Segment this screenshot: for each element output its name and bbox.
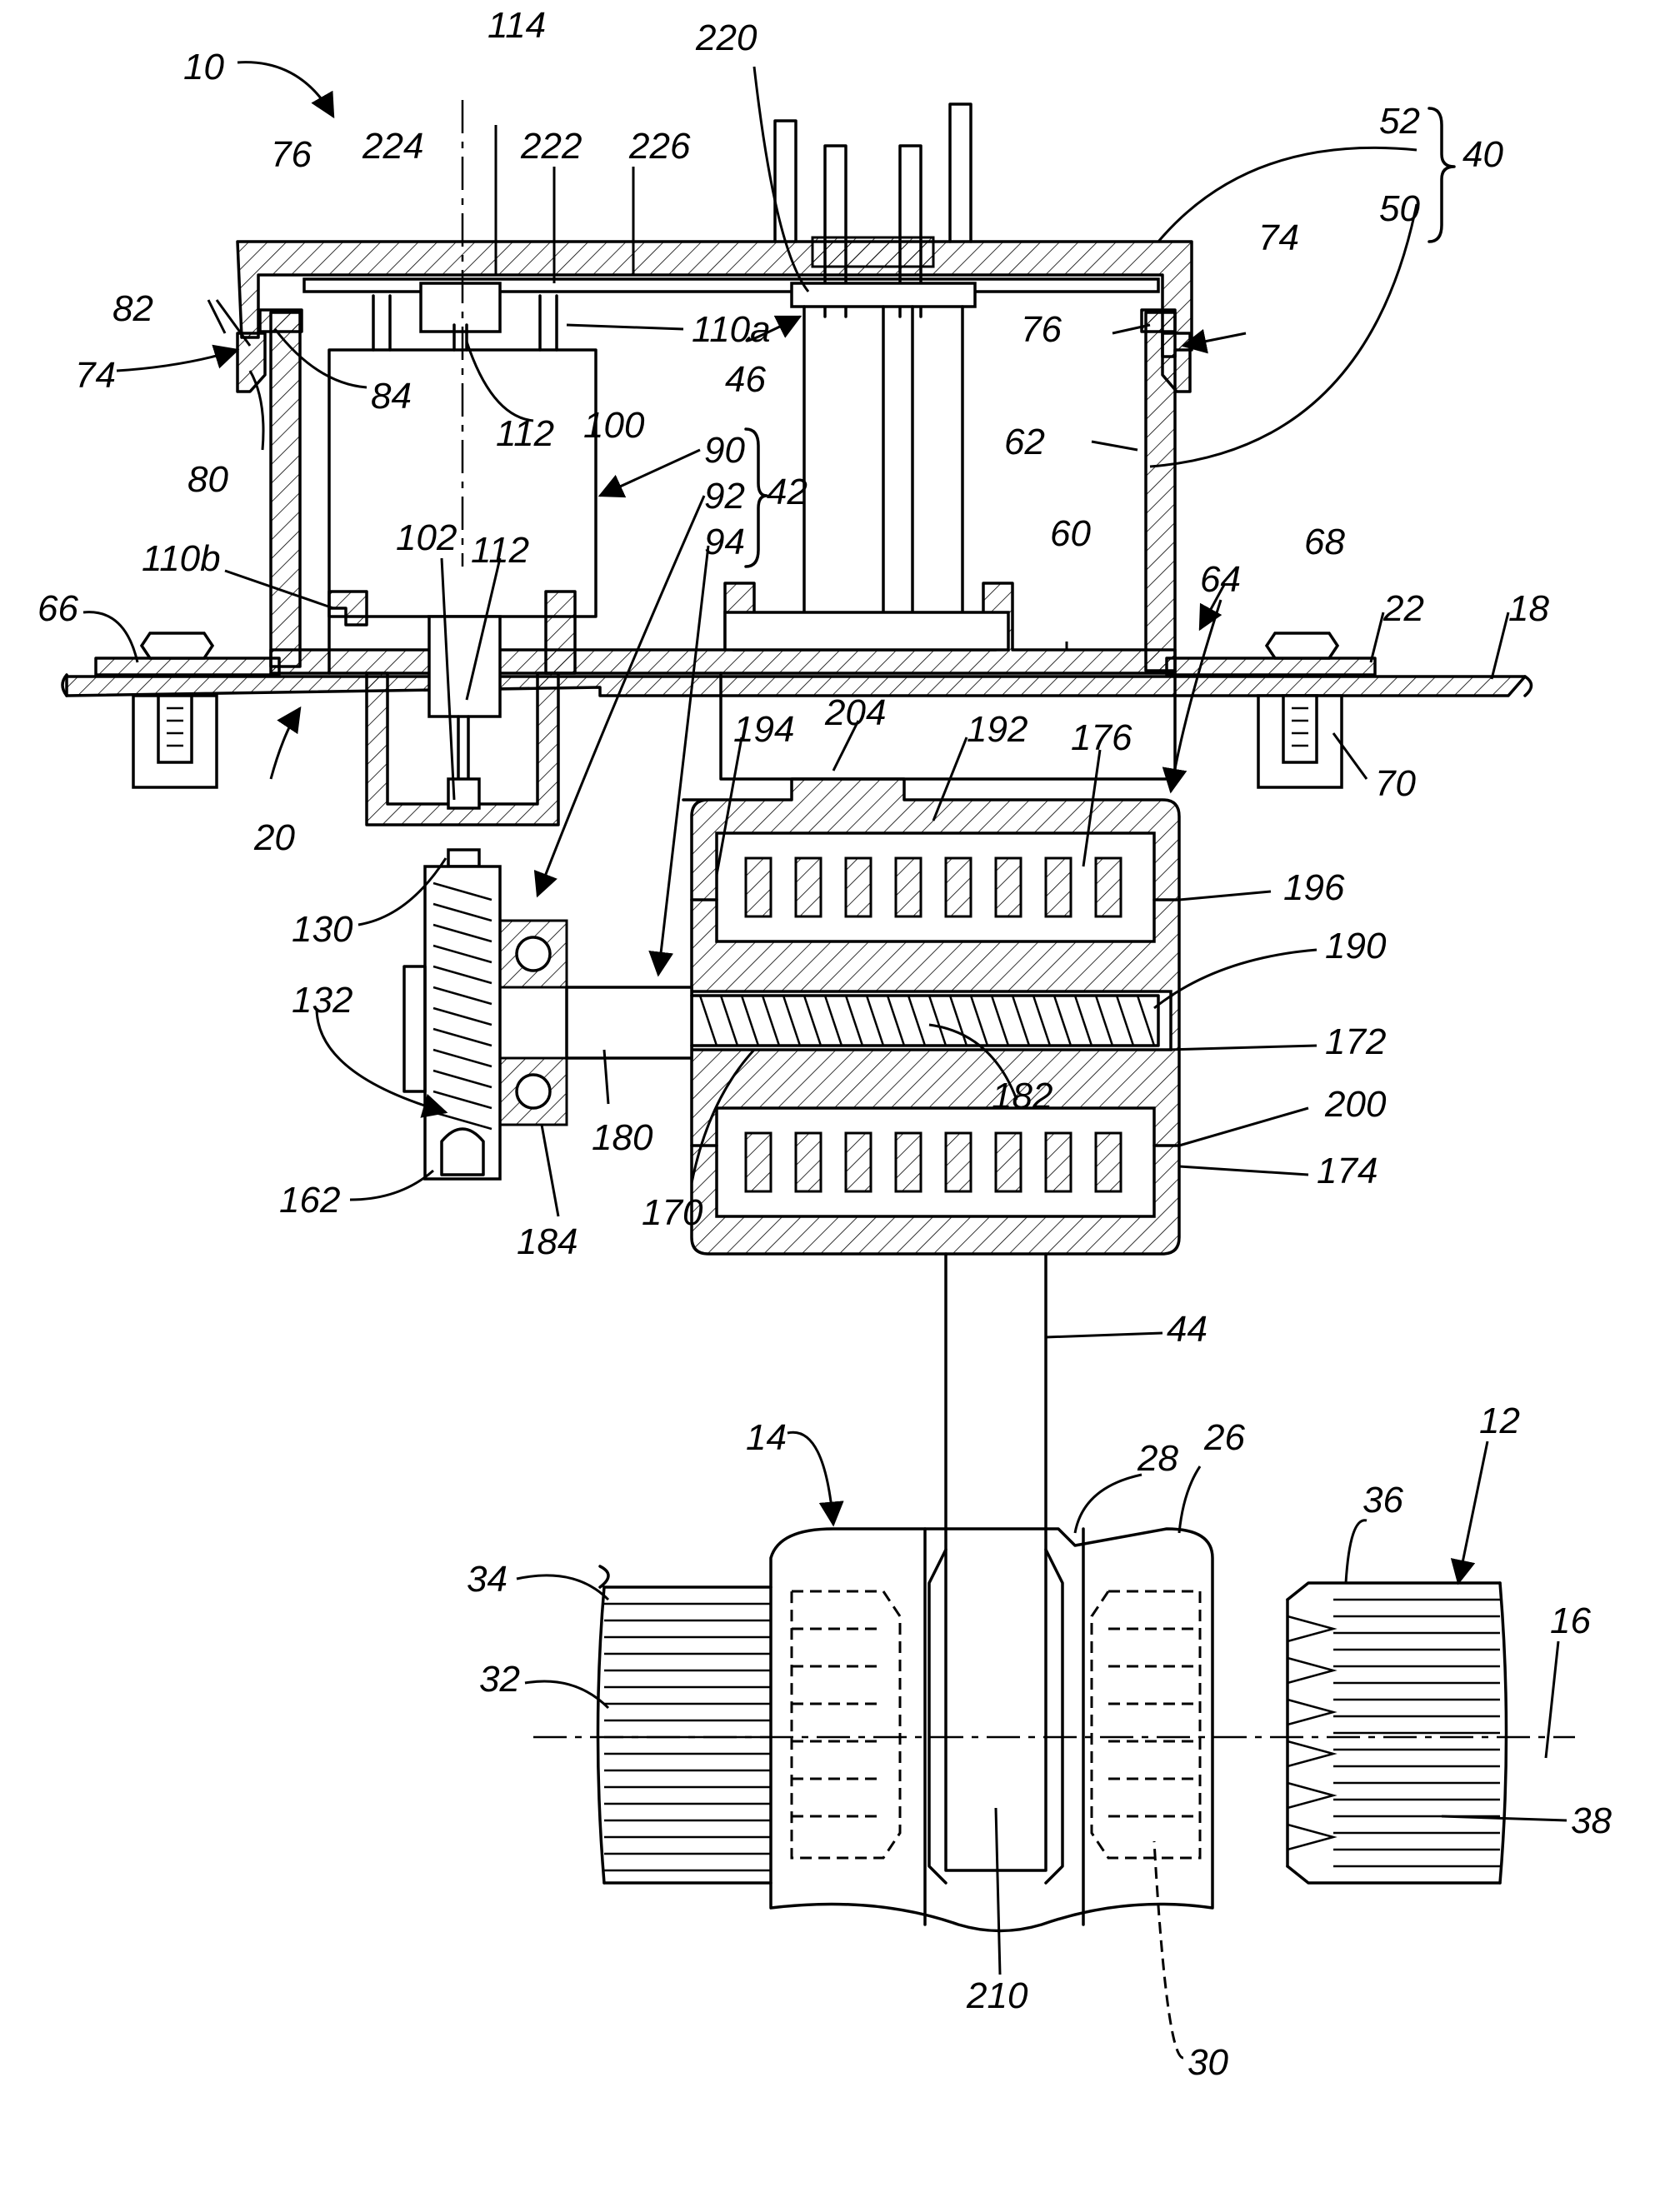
- ref-92: 92: [704, 476, 745, 517]
- ref-64: 64: [1200, 559, 1241, 600]
- ref-130: 130: [292, 909, 353, 950]
- housing-18: [62, 675, 1532, 696]
- bearing-184: [500, 921, 567, 1125]
- worm-gear-132: [404, 850, 500, 1179]
- ref-76-left: 76: [271, 134, 312, 175]
- ref-112-top: 112: [496, 413, 554, 454]
- ref-170: 170: [642, 1192, 703, 1233]
- ref-180: 180: [592, 1117, 653, 1158]
- ref-36: 36: [1362, 1480, 1403, 1520]
- ref-74-left: 74: [75, 355, 116, 396]
- ref-162: 162: [279, 1180, 340, 1221]
- ref-90: 90: [704, 430, 745, 471]
- ref-184: 184: [517, 1221, 578, 1262]
- ref-132: 132: [292, 980, 352, 1021]
- ref-200: 200: [1324, 1084, 1387, 1125]
- ref-174: 174: [1317, 1151, 1378, 1191]
- ref-18: 18: [1508, 588, 1549, 629]
- ref-42: 42: [767, 472, 808, 512]
- ref-62: 62: [1004, 422, 1045, 462]
- ref-82: 82: [112, 288, 153, 329]
- ref-20: 20: [253, 817, 295, 858]
- ref-12: 12: [1479, 1401, 1520, 1441]
- ref-222: 222: [520, 126, 582, 167]
- ref-50: 50: [1379, 188, 1420, 229]
- bolt-right: [1258, 633, 1342, 787]
- ref-194: 194: [733, 709, 794, 750]
- ref-22: 22: [1382, 588, 1424, 629]
- ref-10: 10: [183, 47, 224, 87]
- ref-110b: 110b: [142, 538, 221, 579]
- ref-26: 26: [1203, 1417, 1245, 1458]
- ref-94: 94: [704, 522, 745, 562]
- ref-112-mid: 112: [471, 530, 529, 571]
- ref-196: 196: [1283, 867, 1345, 908]
- ref-190: 190: [1325, 926, 1387, 966]
- grouping-brackets: [746, 108, 1454, 567]
- ref-16: 16: [1550, 1600, 1591, 1641]
- ref-176: 176: [1071, 717, 1132, 758]
- ref-76-right: 76: [1021, 309, 1062, 350]
- ref-32: 32: [479, 1659, 520, 1700]
- ref-34: 34: [467, 1559, 508, 1600]
- ref-224: 224: [362, 126, 423, 167]
- ref-28: 28: [1137, 1438, 1178, 1479]
- ref-40: 40: [1462, 134, 1503, 175]
- ref-192: 192: [967, 709, 1028, 750]
- shift-rod-44: [946, 1254, 1046, 1870]
- ref-226: 226: [628, 126, 691, 167]
- ref-182: 182: [992, 1076, 1052, 1116]
- ref-44: 44: [1167, 1309, 1208, 1350]
- ref-100: 100: [583, 405, 645, 446]
- ref-110a: 110a: [692, 309, 771, 350]
- ref-210: 210: [966, 1975, 1028, 2016]
- ref-74-right: 74: [1258, 217, 1299, 258]
- ref-30: 30: [1188, 2042, 1228, 2083]
- ref-38: 38: [1571, 1800, 1612, 1841]
- ref-66: 66: [38, 588, 78, 629]
- ref-102: 102: [396, 517, 457, 558]
- ref-70: 70: [1375, 763, 1416, 804]
- ref-52: 52: [1379, 101, 1420, 142]
- ref-60: 60: [1050, 513, 1091, 554]
- gear-34: [598, 1566, 772, 1883]
- ref-84: 84: [371, 376, 412, 417]
- bolt-left: [133, 633, 217, 787]
- ref-46: 46: [725, 359, 766, 400]
- ref-204: 204: [824, 692, 886, 733]
- gear-36: [1288, 1583, 1507, 1883]
- ref-80: 80: [188, 459, 228, 500]
- ref-220: 220: [695, 17, 758, 58]
- ref-172: 172: [1325, 1021, 1386, 1062]
- ref-114: 114: [488, 5, 546, 46]
- connector-220: [775, 104, 975, 625]
- ref-14: 14: [746, 1417, 787, 1458]
- ref-68: 68: [1304, 522, 1345, 562]
